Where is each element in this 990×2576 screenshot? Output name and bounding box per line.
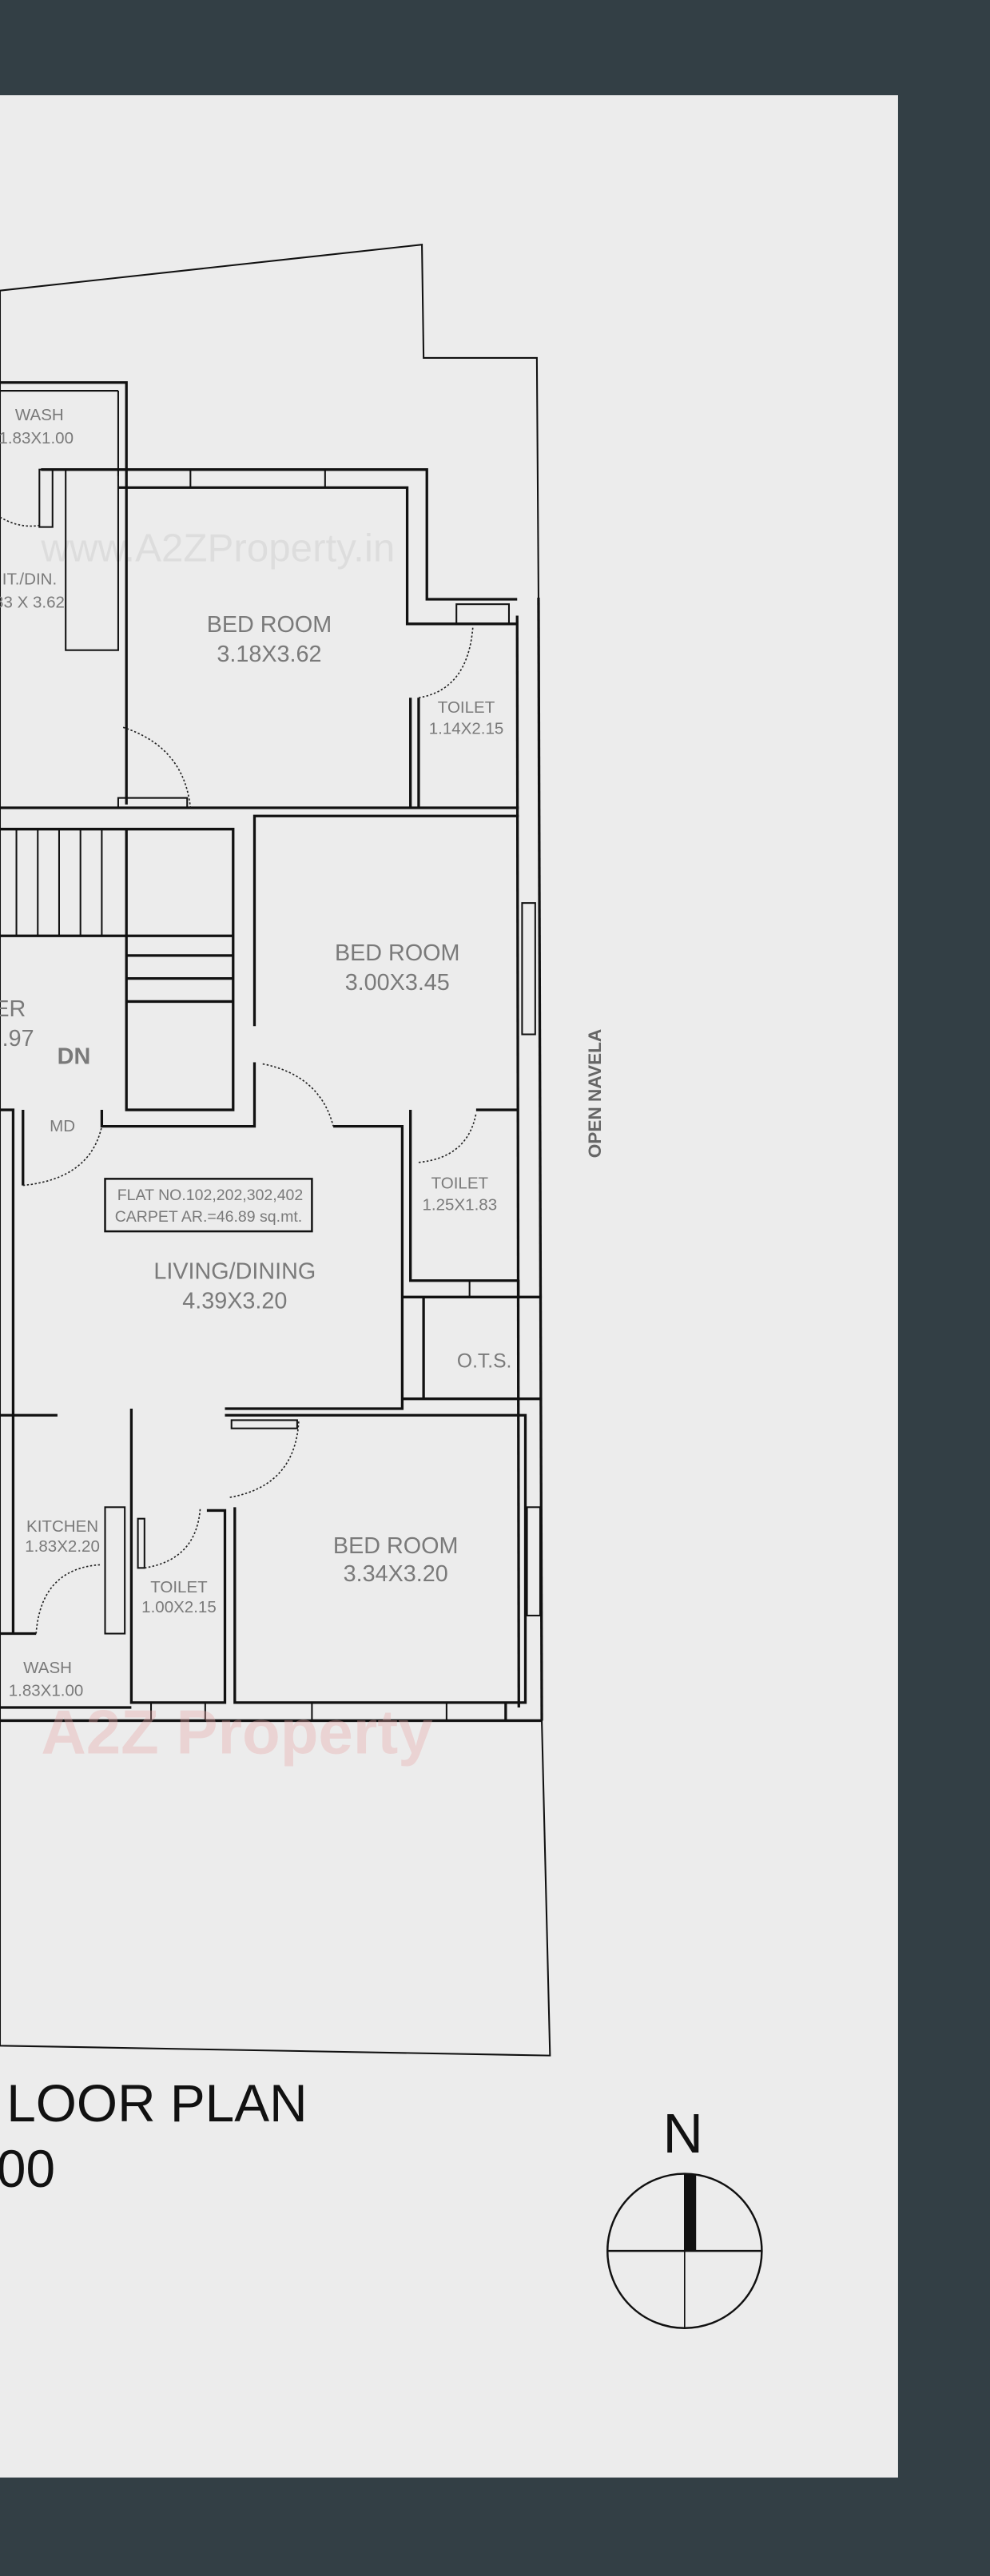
kit-din-size: 83 X 3.62 bbox=[0, 593, 65, 611]
foyer-label: ER bbox=[0, 996, 26, 1022]
wash-top-label: WASH bbox=[15, 406, 64, 424]
wash-bottom-size: 1.83X1.00 bbox=[9, 1682, 84, 1700]
carpet-area: CARPET AR.=46.89 sq.mt. bbox=[115, 1208, 302, 1226]
toilet-3-label: TOILET bbox=[150, 1578, 208, 1596]
plan-scale: 00 bbox=[0, 2139, 55, 2198]
wash-top-size: 1.83X1.00 bbox=[0, 429, 74, 447]
sheet bbox=[0, 95, 898, 2478]
toilet-1-label: TOILET bbox=[438, 698, 495, 717]
kit-din-label: IT./DIN. bbox=[2, 570, 57, 589]
north-label: N bbox=[663, 2102, 703, 2165]
bedroom-2-size: 3.00X3.45 bbox=[345, 970, 450, 996]
toilet-3-size: 1.00X2.15 bbox=[141, 1598, 217, 1616]
bedroom-3-label: BED ROOM bbox=[333, 1533, 459, 1559]
ots-label: O.T.S. bbox=[457, 1351, 511, 1373]
flat-number: FLAT NO.102,202,302,402 bbox=[117, 1187, 304, 1204]
living-size: 4.39X3.20 bbox=[182, 1289, 287, 1314]
open-navela-label: OPEN NAVELA bbox=[585, 1029, 605, 1159]
living-label: LIVING/DINING bbox=[153, 1259, 316, 1285]
bedroom-1-size: 3.18X3.62 bbox=[217, 642, 321, 667]
watermark-url: www.A2ZProperty.in bbox=[40, 527, 395, 570]
north-compass: N bbox=[606, 2102, 763, 2329]
flat-info-box bbox=[104, 1178, 313, 1233]
kitchen-label: KITCHEN bbox=[26, 1517, 98, 1536]
door-swings bbox=[0, 516, 477, 1634]
bedroom-3-size: 3.34X3.20 bbox=[344, 1561, 448, 1587]
bedroom-1-label: BED ROOM bbox=[207, 612, 332, 638]
watermark-logo: A2Z Property bbox=[41, 1697, 432, 1767]
wash-bottom-label: WASH bbox=[23, 1659, 72, 1677]
kitchen-size: 1.83X2.20 bbox=[25, 1537, 100, 1556]
toilet-2-label: TOILET bbox=[431, 1175, 489, 1193]
toilet-2-size: 1.25X1.83 bbox=[423, 1195, 498, 1214]
bedroom-2-label: BED ROOM bbox=[335, 940, 460, 966]
north-arrow-bar bbox=[684, 2173, 697, 2252]
toilet-1-size: 1.14X2.15 bbox=[429, 720, 504, 738]
foyer-size: .97 bbox=[2, 1026, 34, 1051]
walls bbox=[0, 381, 543, 1723]
main-door-label: MD bbox=[50, 1117, 75, 1135]
plan-title: LOOR PLAN bbox=[6, 2073, 307, 2133]
stair-dn-label: DN bbox=[58, 1044, 91, 1070]
